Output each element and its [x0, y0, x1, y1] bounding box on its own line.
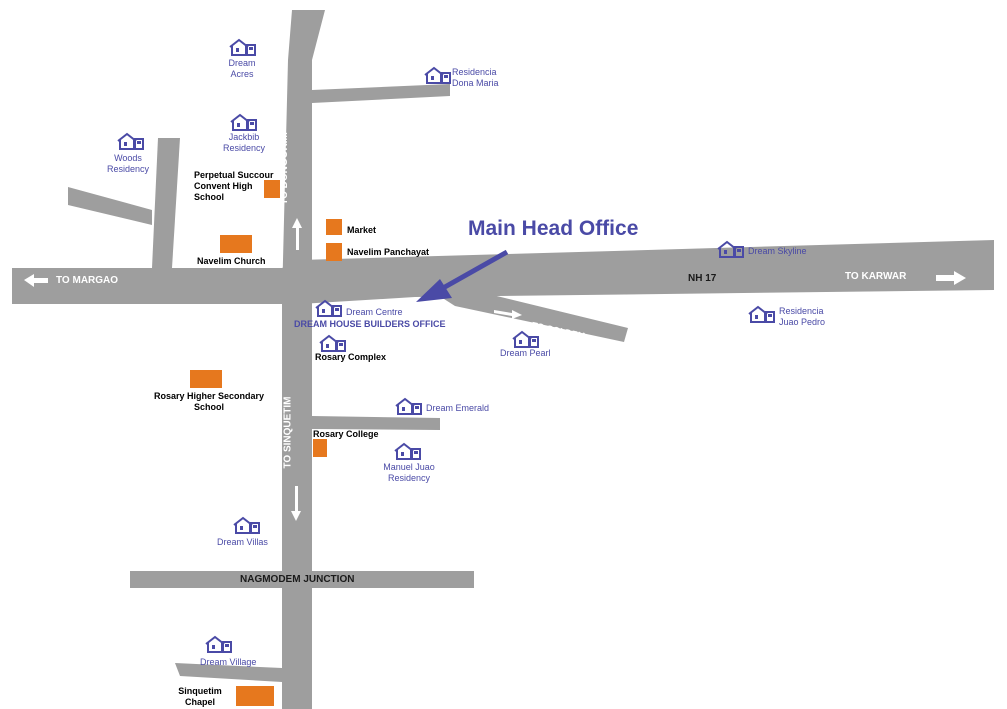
- label-residencia-dona-maria: Residencia Dona Maria: [452, 67, 499, 88]
- landmark-square-perpetual: [264, 180, 280, 198]
- house-icon: [748, 305, 775, 323]
- landmark-square-chapel: [236, 686, 274, 706]
- arrow-down-sinquetim: [291, 486, 301, 521]
- road-label-dongorim: TO DONGORIM: [278, 132, 290, 205]
- label-jackbib: Jackbib Residency: [222, 132, 266, 153]
- arrow-right-karwar: [936, 271, 966, 285]
- arrow-up-dongorim: [292, 218, 302, 250]
- landmark-square-rosary-higher: [190, 370, 222, 388]
- house-icon: [394, 442, 421, 460]
- label-navelim-church: Navelim Church: [197, 256, 266, 266]
- landmark-square-rosary-college: [313, 439, 327, 457]
- house-icon: [395, 397, 422, 415]
- label-dream-emerald: Dream Emerald: [426, 403, 490, 413]
- arrow-left-margao: [24, 274, 48, 287]
- arrow-right-coldem: [494, 310, 522, 319]
- house-icon: [205, 635, 232, 653]
- label-rosary-higher: Rosary Higher Secondary School: [153, 391, 265, 412]
- road-arrows: [24, 218, 966, 521]
- landmark-square-panchayat: [326, 243, 342, 261]
- label-dream-pearl: Dream Pearl: [500, 348, 551, 358]
- road-dona-maria: [312, 84, 450, 103]
- house-icon: [233, 516, 260, 534]
- house-icon: [230, 113, 257, 131]
- road-label-karwar: TO KARWAR: [845, 271, 907, 282]
- house-icon: [229, 38, 256, 56]
- house-icon: [717, 240, 744, 258]
- head-office-pointer: [416, 249, 509, 302]
- road-woods: [152, 138, 180, 268]
- house-icon: [512, 330, 539, 348]
- label-market: Market: [347, 225, 377, 235]
- road-dream-village: [175, 663, 282, 682]
- road-nagmodem: [130, 571, 474, 588]
- label-dream-centre: Dream Centre: [346, 307, 403, 317]
- road-label-nh17: NH 17: [688, 273, 717, 284]
- house-icon: [319, 334, 346, 352]
- house-icon: [424, 66, 451, 84]
- roads: [12, 10, 994, 709]
- label-dream-villas: Dream Villas: [217, 537, 268, 547]
- landmark-square-market: [326, 219, 342, 235]
- label-navelim-panchayat: Navelim Panchayat: [347, 247, 430, 257]
- road-label-margao: TO MARGAO: [56, 275, 119, 286]
- label-perpetual-succour: Perpetual Succour Convent High School: [194, 170, 274, 202]
- main-head-office-label: Main Head Office: [468, 217, 639, 240]
- label-woods: Woods Residency: [106, 153, 150, 174]
- road-emerald: [312, 416, 440, 430]
- road-label-sinquetim: TO SINQUETIM: [282, 396, 294, 469]
- landmark-square-church: [220, 235, 252, 253]
- label-residencia-juao-pedro: Residencia Juao Pedro: [779, 306, 826, 327]
- house-icon: [117, 132, 144, 150]
- road-woods-branch: [68, 187, 152, 225]
- label-dream-village: Dream Village: [200, 657, 257, 667]
- road-nh17: [12, 240, 994, 304]
- label-rosary-complex: Rosary Complex: [315, 352, 387, 362]
- label-dream-acres: Dream Acres: [228, 58, 256, 79]
- label-builders-office: DREAM HOUSE BUILDERS OFFICE: [294, 319, 446, 329]
- road-coldem: [430, 290, 628, 342]
- road-vertical-main: [282, 10, 325, 709]
- road-label-nagmodem: NAGMODEM JUNCTION: [240, 574, 355, 585]
- label-manuel-juao: Manuel Juao Residency: [383, 462, 435, 483]
- label-sinquetim-chapel: Sinquetim Chapel: [178, 686, 222, 707]
- label-rosary-college: Rosary College: [313, 429, 379, 439]
- label-dream-skyline: Dream Skyline: [748, 246, 807, 256]
- house-icon: [315, 299, 342, 317]
